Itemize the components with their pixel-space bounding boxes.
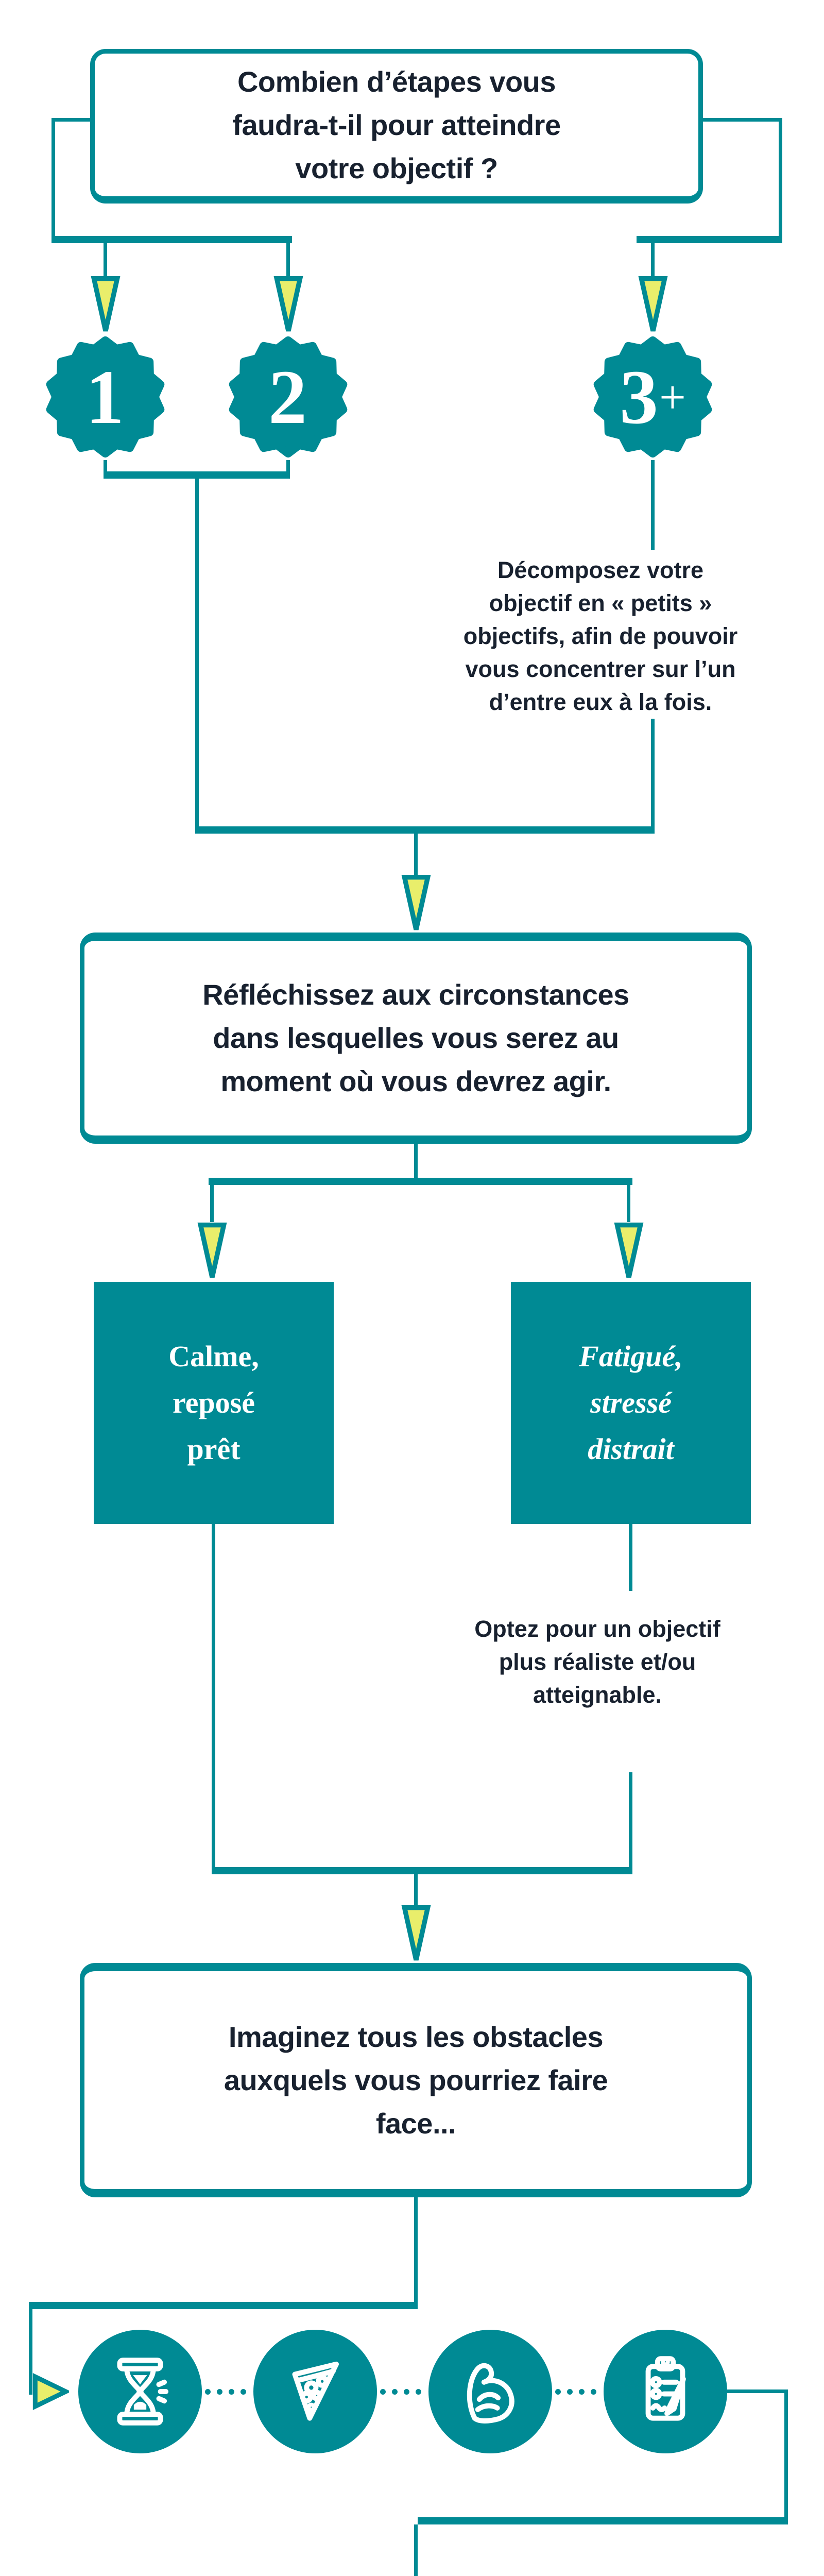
seal-shape-icon [46,336,165,458]
note-adjust-objective: Optez pour un objectif plus réaliste et/… [474,1616,720,1708]
connector-bar [418,2517,788,2524]
obstacle-time [78,2330,202,2453]
pizza-icon [292,2361,339,2421]
arrow-down-icon [614,1222,644,1278]
question-box-circumstances: Réfléchissez aux circonstances dans lesq… [80,933,752,1144]
connector-line [104,243,107,278]
badge-value: 2 [268,354,307,440]
connector-line [104,460,107,471]
connector-bar [104,471,290,479]
badge-one: 1 [42,334,168,460]
question-text: Imaginez tous les obstacles auxquels vou… [224,2020,608,2140]
arrow-right-icon [32,2373,69,2410]
dotted-connector [205,2389,246,2395]
connector-line [414,1874,418,1905]
question-text: Réfléchissez aux circonstances dans lesq… [202,978,629,1097]
obstacle-plan [604,2330,727,2453]
connector-bar [212,1867,632,1874]
question-box-steps: Combien d’étapes vous faudra-t-il pour a… [90,49,703,204]
connector-line [195,479,199,826]
connector-line [212,1524,215,1867]
connector-line [779,118,782,243]
badge-suffix: + [659,370,686,423]
connector-line [651,243,655,278]
badge-two: 2 [225,334,351,460]
connector-line [210,1185,214,1222]
connector-line [414,1144,418,1178]
seal-shape-icon [229,336,348,458]
connector-line [784,2389,788,2521]
question-box-obstacles: Imaginez tous les obstacles auxquels vou… [80,1963,752,2197]
badge-value: 1 [85,354,124,440]
connector-line [52,118,93,122]
connector-bar [29,2302,418,2309]
seal-shape-icon [593,336,712,458]
connector-bar [637,236,782,243]
connector-line [52,118,55,243]
connector-line [651,719,655,826]
state-box-tired: Fatigué, stressé distrait [511,1282,751,1524]
connector-line [286,460,290,471]
connector-line [414,2524,418,2576]
dotted-connector [380,2389,421,2395]
arrow-down-icon [401,874,431,930]
connector-bar [209,1178,632,1185]
clipboard-icon [645,2356,686,2421]
arrow-down-icon [638,276,668,332]
connector-bar [52,236,292,243]
bicep-icon [467,2363,514,2424]
state-box-ready: Calme, reposé prêt [94,1282,334,1524]
connector-line [29,2302,32,2395]
connector-line [727,2389,788,2393]
connector-line [703,118,782,122]
arrow-down-icon [197,1222,227,1278]
obstacle-food [253,2330,377,2453]
connector-line [627,1185,630,1222]
badge-value: 3 [620,354,659,440]
hourglass-icon [117,2358,169,2426]
connector-line [286,243,290,278]
connector-line [414,834,418,876]
badge-three-plus: 3+ [590,334,716,460]
connector-bar [195,826,655,834]
note-split-objective: Décomposez votre objectif en « petits » … [463,557,738,715]
connector-line [629,1524,632,1591]
obstacle-strength [428,2330,552,2453]
arrow-down-icon [401,1905,431,1961]
dotted-connector [555,2389,596,2395]
connector-line [629,1772,632,1867]
arrow-down-icon [91,276,121,332]
question-text: Combien d’étapes vous faudra-t-il pour a… [232,65,561,184]
connector-line [414,2197,418,2306]
arrow-down-icon [273,276,303,332]
connector-line [651,460,655,550]
